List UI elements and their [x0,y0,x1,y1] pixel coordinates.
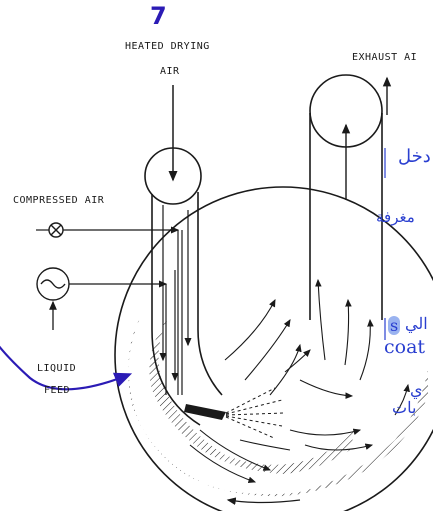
rotation-arrow [228,500,300,503]
liquid-feed-label: LIQUID [37,363,76,374]
annotation-arabic-1: دخل [398,146,431,167]
spray-cone [226,388,284,438]
annotation-arabic-4: ي [410,380,423,399]
annotation-highlight: s [388,316,400,335]
annotation-coat: coat [384,336,425,358]
inner-hatch [149,315,355,474]
annotation-arabic-5: بات [392,398,416,417]
heated-drying-air-label: HEATED DRYING [125,41,210,52]
inlet-duct-right-wall [198,192,222,395]
liquid-feed-label-line2: FEED [44,385,70,396]
annotation-arabic-3: الي [405,314,428,333]
heated-drying-air-label-line2: AIR [160,66,180,77]
exhaust-air-label: EXHAUST AI [352,52,417,63]
swirl-streamlines [190,280,408,482]
handwritten-number: 7 [150,2,167,30]
compressed-air-label: COMPRESSED AIR [13,195,104,206]
annotation-arabic-2: مغرفة [376,208,415,226]
